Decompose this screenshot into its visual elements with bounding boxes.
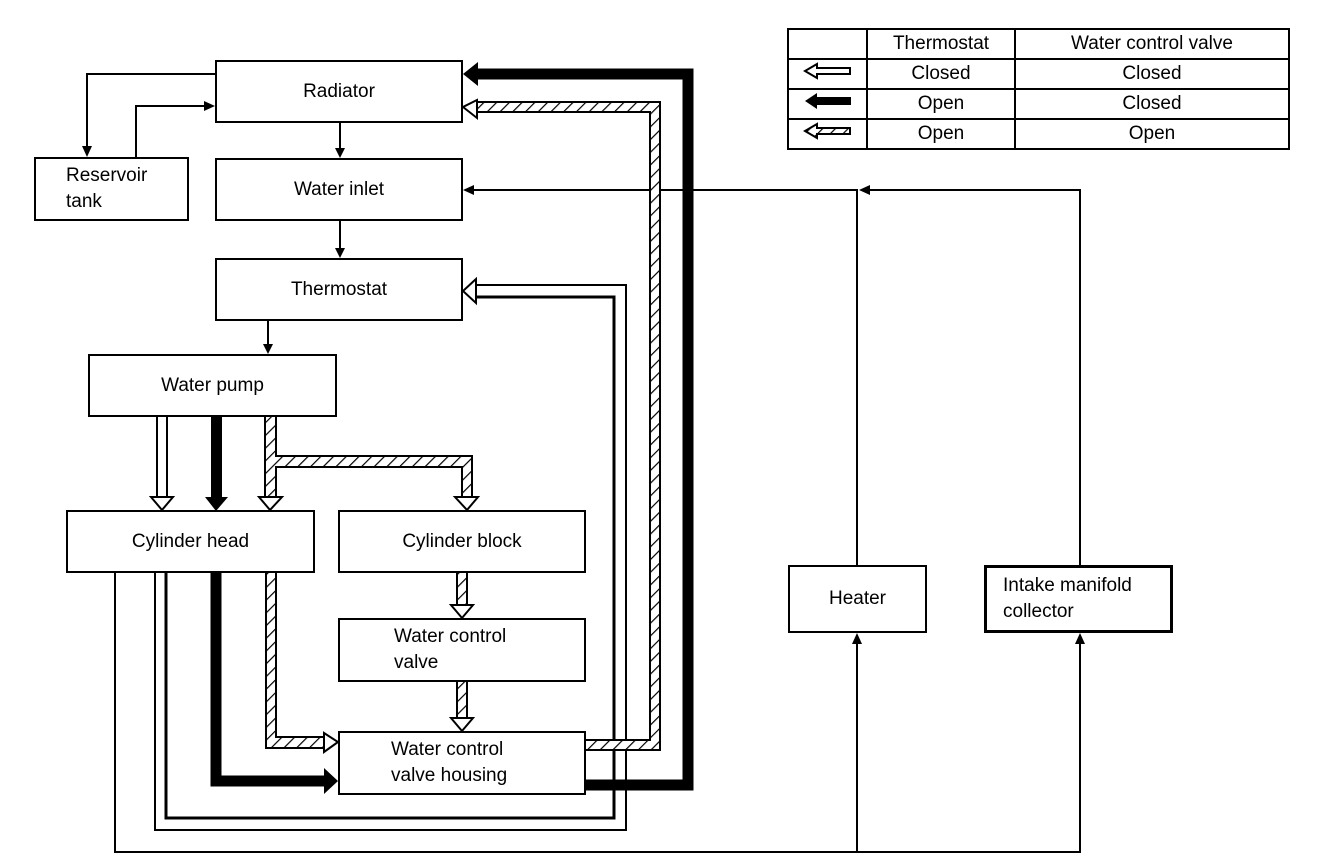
flow-hollow-pump-to-head <box>148 415 176 512</box>
flow-hatched-housing-to-radiator <box>461 98 661 751</box>
reservoir-tank-box: Reservoir tank <box>34 157 189 221</box>
legend-valve-state: Open <box>1014 118 1290 150</box>
cylinder-head-label: Cylinder head <box>131 530 250 552</box>
flow-radiator-to-reservoir <box>82 73 216 157</box>
legend-arrow-cell <box>787 88 868 120</box>
flow-solid-housing-to-radiator <box>463 62 694 791</box>
water-pump-box: Water pump <box>88 354 337 417</box>
legend-arrow-cell <box>787 118 868 150</box>
flow-cylinder-head-to-heater-and-intake <box>114 572 1085 853</box>
legend-row: Open Closed <box>787 88 1290 120</box>
water-control-valve-box: Water control valve <box>338 618 586 682</box>
flow-hatched-pump-to-head-and-block <box>256 415 481 512</box>
legend-header-thermostat: Thermostat <box>866 28 1016 60</box>
flow-water-inlet-to-thermostat <box>335 220 345 258</box>
water-pump-label: Water pump <box>161 374 264 396</box>
intake-manifold-collector-box: Intake manifold collector <box>984 565 1173 633</box>
flow-hatched-block-to-valve <box>448 571 476 620</box>
legend-thermostat-state: Closed <box>866 58 1016 90</box>
flow-intake-to-water-inlet <box>859 185 1081 566</box>
legend-header-water-control-valve: Water control valve <box>1014 28 1290 60</box>
legend-row: Open Open <box>787 118 1290 150</box>
flow-solid-head-to-housing <box>210 572 338 794</box>
radiator-label: Radiator <box>303 80 375 102</box>
heater-box: Heater <box>788 565 927 633</box>
thermostat-label: Thermostat <box>290 278 388 300</box>
legend-valve-state: Closed <box>1014 88 1290 120</box>
cylinder-block-label: Cylinder block <box>402 530 522 552</box>
hatched-arrow-icon <box>802 122 851 140</box>
water-control-valve-label: Water control valve <box>394 626 507 673</box>
legend-thermostat-state: Open <box>866 118 1016 150</box>
water-inlet-box: Water inlet <box>215 158 463 221</box>
legend-header-row: Thermostat Water control valve <box>787 28 1290 60</box>
flow-reservoir-to-radiator <box>135 101 215 158</box>
water-control-valve-housing-label: Water control valve housing <box>391 739 508 786</box>
radiator-box: Radiator <box>215 60 463 123</box>
solid-arrow-icon <box>804 93 851 109</box>
cylinder-block-box: Cylinder block <box>338 510 586 573</box>
legend-row: Closed Closed <box>787 58 1290 90</box>
flow-hatched-head-to-housing <box>265 571 340 754</box>
flow-hollow-head-to-thermostat <box>154 276 627 831</box>
intake-manifold-collector-label: Intake manifold collector <box>1003 575 1132 622</box>
water-inlet-label: Water inlet <box>293 178 385 200</box>
cylinder-head-box: Cylinder head <box>66 510 315 573</box>
legend-header-arrow <box>787 28 868 60</box>
flow-heater-to-water-inlet <box>463 185 858 566</box>
flow-hatched-valve-to-housing <box>448 680 476 733</box>
flow-radiator-to-water-inlet <box>335 122 345 158</box>
heater-label: Heater <box>828 588 887 609</box>
reservoir-tank-label: Reservoir tank <box>66 165 148 212</box>
water-control-valve-housing-box: Water control valve housing <box>338 731 586 795</box>
legend-thermostat-state: Open <box>866 88 1016 120</box>
flow-solid-pump-to-head <box>205 416 228 511</box>
legend-valve-state: Closed <box>1014 58 1290 90</box>
legend-table: Thermostat Water control valve Closed Cl… <box>787 28 1290 150</box>
hollow-arrow-icon <box>802 62 851 80</box>
flow-thermostat-to-water-pump <box>263 320 273 354</box>
legend-arrow-cell <box>787 58 868 90</box>
thermostat-box: Thermostat <box>215 258 463 321</box>
